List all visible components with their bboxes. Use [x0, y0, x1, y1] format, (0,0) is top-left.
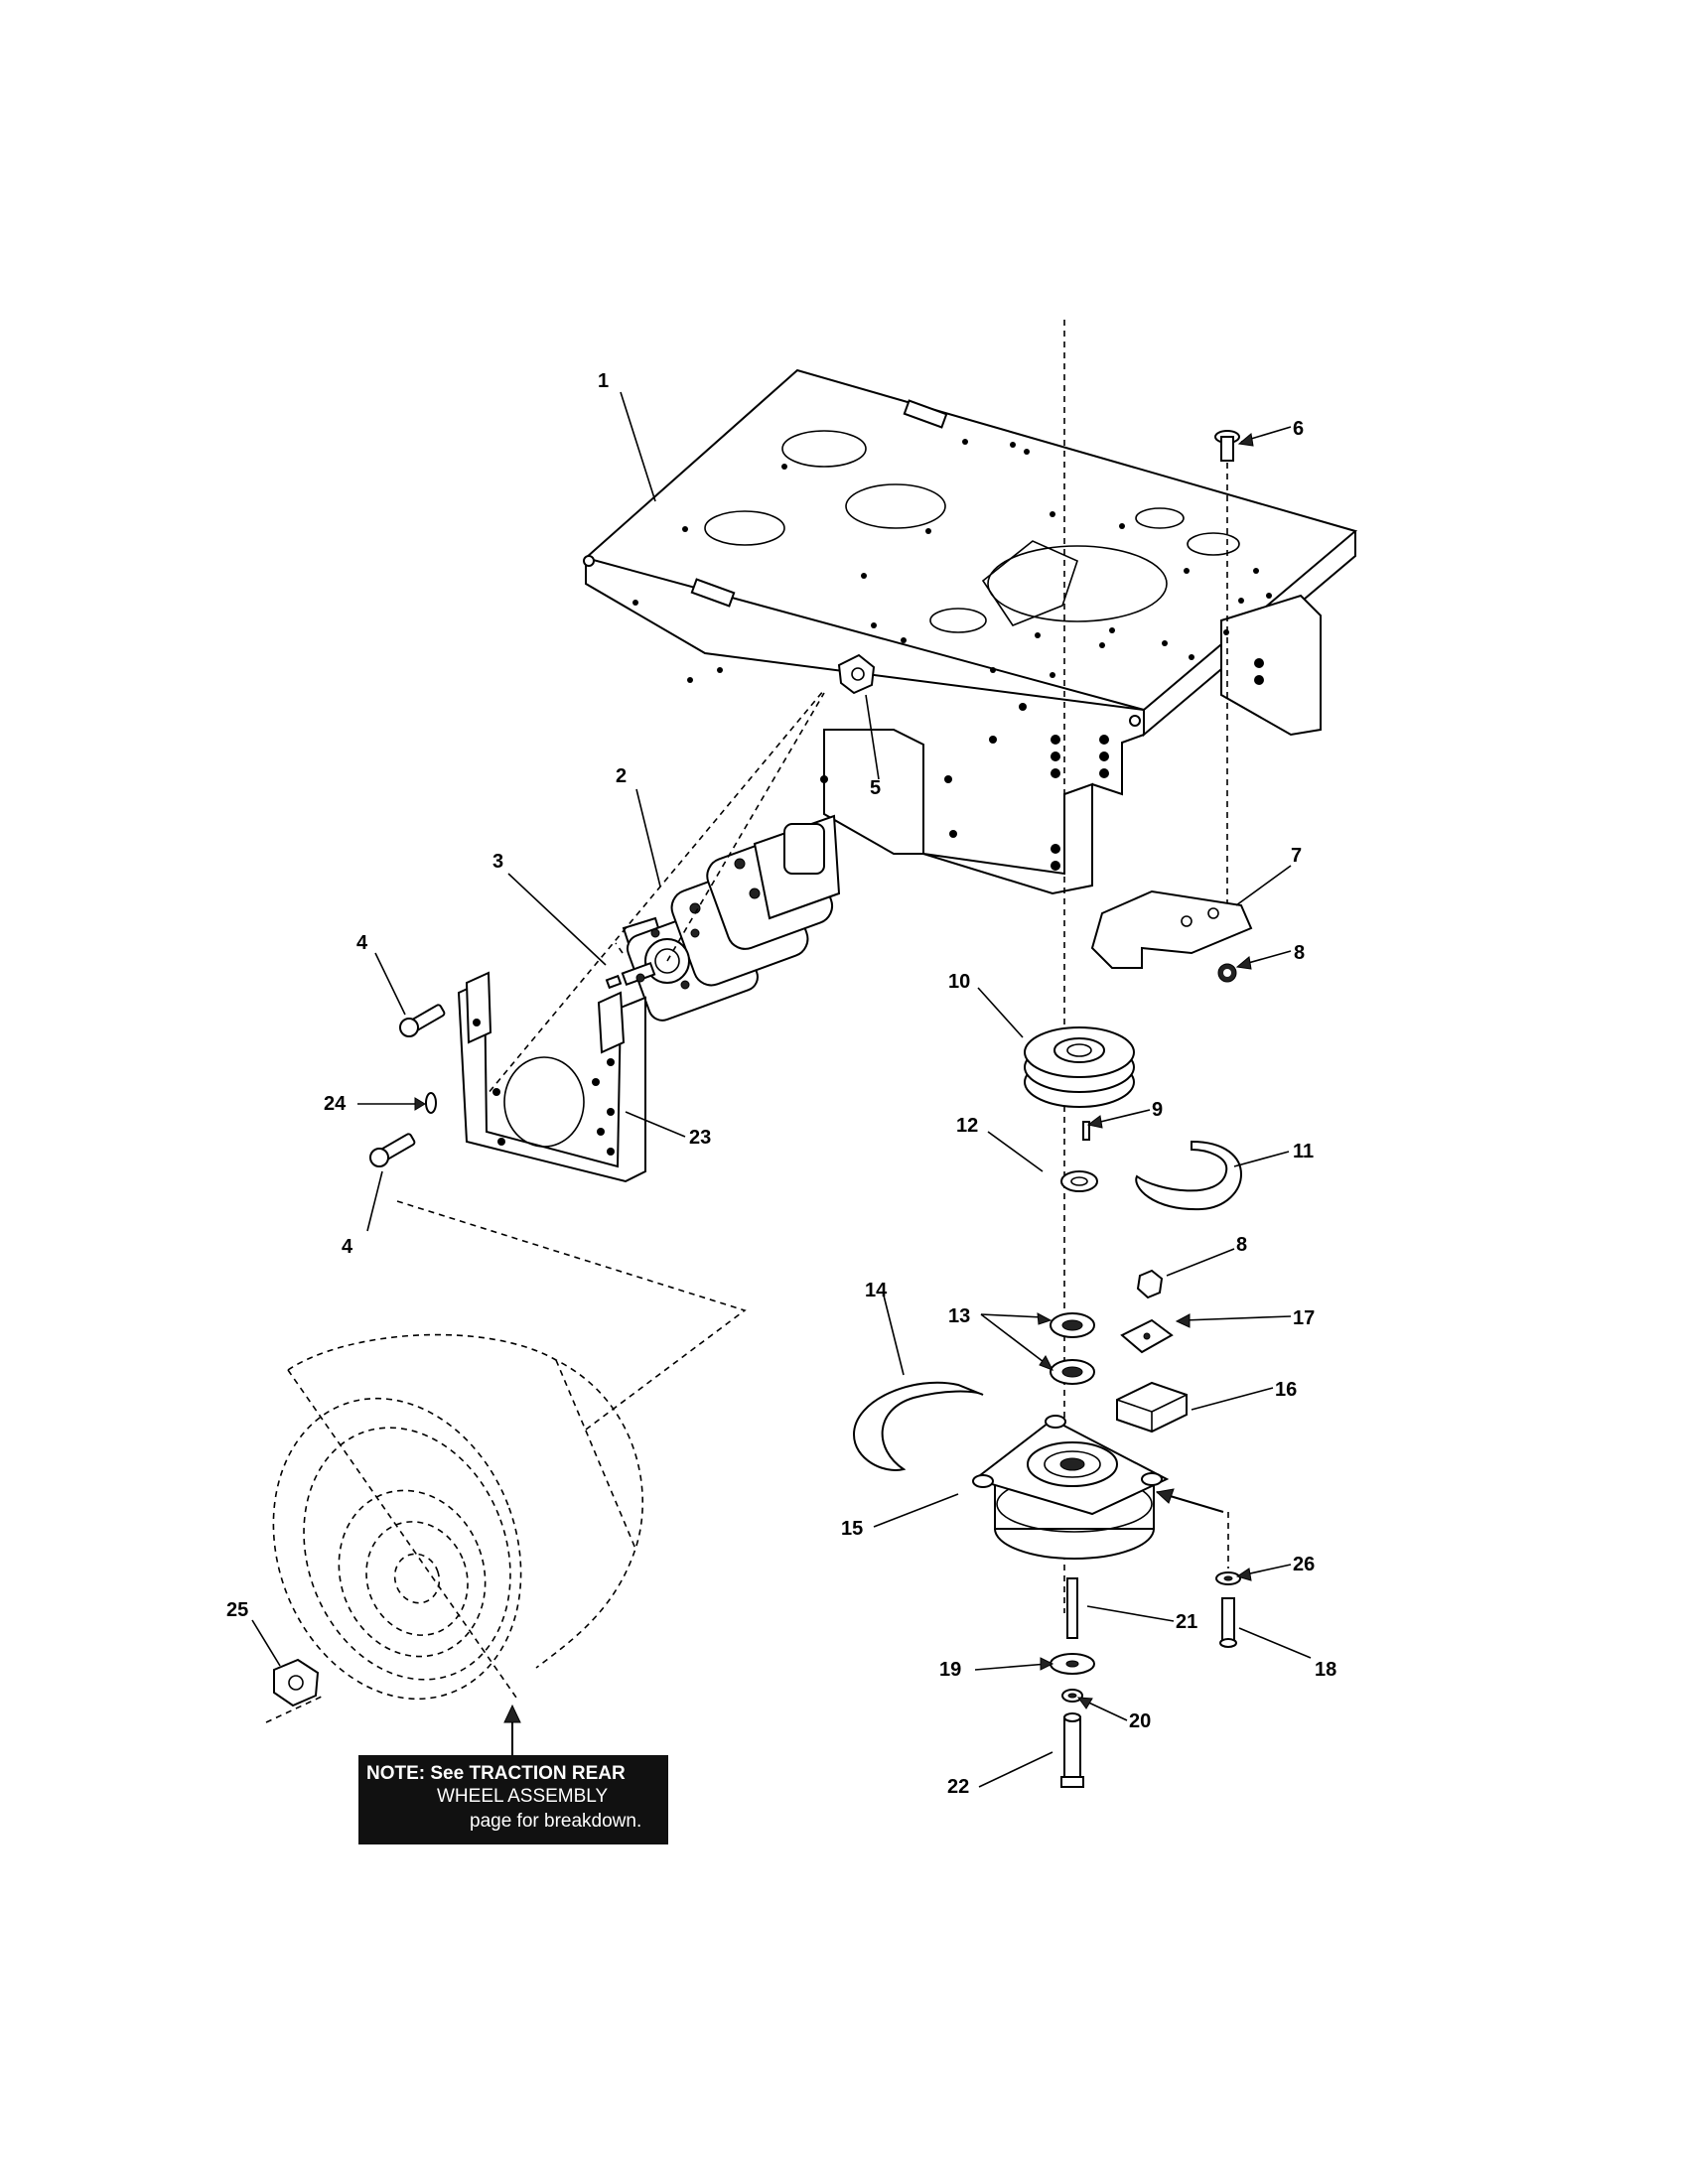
- note-line-1: NOTE: See TRACTION REAR: [366, 1763, 626, 1784]
- callout-8-lower: 8: [1236, 1234, 1247, 1256]
- callout-11: 11: [1293, 1141, 1314, 1162]
- leader-lines: [251, 391, 1312, 1788]
- hex-nut-upper: [1217, 963, 1237, 983]
- flat-washer: [1060, 1170, 1098, 1192]
- callout-10: 10: [948, 971, 970, 993]
- rear-wheel: [272, 1333, 643, 1701]
- spacer-plate: [1120, 1318, 1174, 1354]
- washer-right: [1215, 1512, 1241, 1585]
- callout-3: 3: [492, 851, 503, 873]
- stop-block: [1116, 1381, 1188, 1433]
- callout-18: 18: [1315, 1659, 1336, 1681]
- pump-bracket: [457, 971, 646, 1183]
- note-box: NOTE: See TRACTION REAR WHEEL ASSEMBLY p…: [358, 1755, 668, 1844]
- lock-washer: [425, 1092, 437, 1114]
- anti-rotation-pin: [1066, 1577, 1078, 1639]
- note-line-2: WHEEL ASSEMBLY: [437, 1786, 609, 1807]
- callout-19: 19: [939, 1659, 961, 1681]
- hex-nut-lower: [1136, 1269, 1164, 1299]
- drive-pulley: [1024, 1026, 1135, 1108]
- callout-25: 25: [226, 1599, 248, 1621]
- thick-washer: [1050, 1653, 1095, 1675]
- hydro-pump: [621, 814, 841, 1022]
- callout-12: 12: [956, 1115, 978, 1137]
- wheel-nut: [265, 1658, 325, 1723]
- clutch-bolt: [1060, 1712, 1084, 1788]
- pto-clutch: [972, 1415, 1224, 1560]
- frame-plate: [583, 368, 1358, 895]
- pulley-key: [1082, 1121, 1090, 1141]
- callout-20: 20: [1129, 1710, 1151, 1732]
- clutch-bracket: [1090, 889, 1253, 969]
- note-line-3: page for breakdown.: [470, 1811, 642, 1832]
- callout-4-upper: 4: [356, 932, 368, 954]
- bearings: [1050, 1312, 1095, 1385]
- callout-13: 13: [948, 1305, 970, 1327]
- callout-24: 24: [324, 1093, 347, 1115]
- bolt-lower: [369, 1133, 416, 1167]
- bolt-right: [1219, 1597, 1237, 1648]
- clutch-lock-washer: [1061, 1689, 1083, 1703]
- callout-14: 14: [865, 1280, 888, 1301]
- callout-15: 15: [841, 1518, 863, 1540]
- callout-26: 26: [1293, 1554, 1315, 1575]
- callout-17: 17: [1293, 1307, 1315, 1329]
- callout-16: 16: [1275, 1379, 1297, 1401]
- belt-guide-right: [1135, 1140, 1242, 1211]
- callout-9: 9: [1152, 1099, 1163, 1121]
- callout-21: 21: [1176, 1611, 1197, 1633]
- callout-22: 22: [947, 1776, 969, 1798]
- carriage-bolt: [1214, 430, 1240, 923]
- callout-23: 23: [689, 1127, 711, 1149]
- callout-6: 6: [1293, 418, 1304, 440]
- key: [605, 974, 623, 990]
- callout-2: 2: [616, 765, 627, 787]
- callout-4-lower: 4: [342, 1236, 353, 1258]
- flange-nut: [837, 653, 876, 695]
- callout-5: 5: [870, 777, 881, 799]
- callout-7: 7: [1291, 845, 1302, 867]
- callout-8-upper: 8: [1294, 942, 1305, 964]
- belt-guide-left: [852, 1381, 984, 1471]
- bolt-upper: [399, 1004, 446, 1037]
- callout-1: 1: [598, 370, 609, 392]
